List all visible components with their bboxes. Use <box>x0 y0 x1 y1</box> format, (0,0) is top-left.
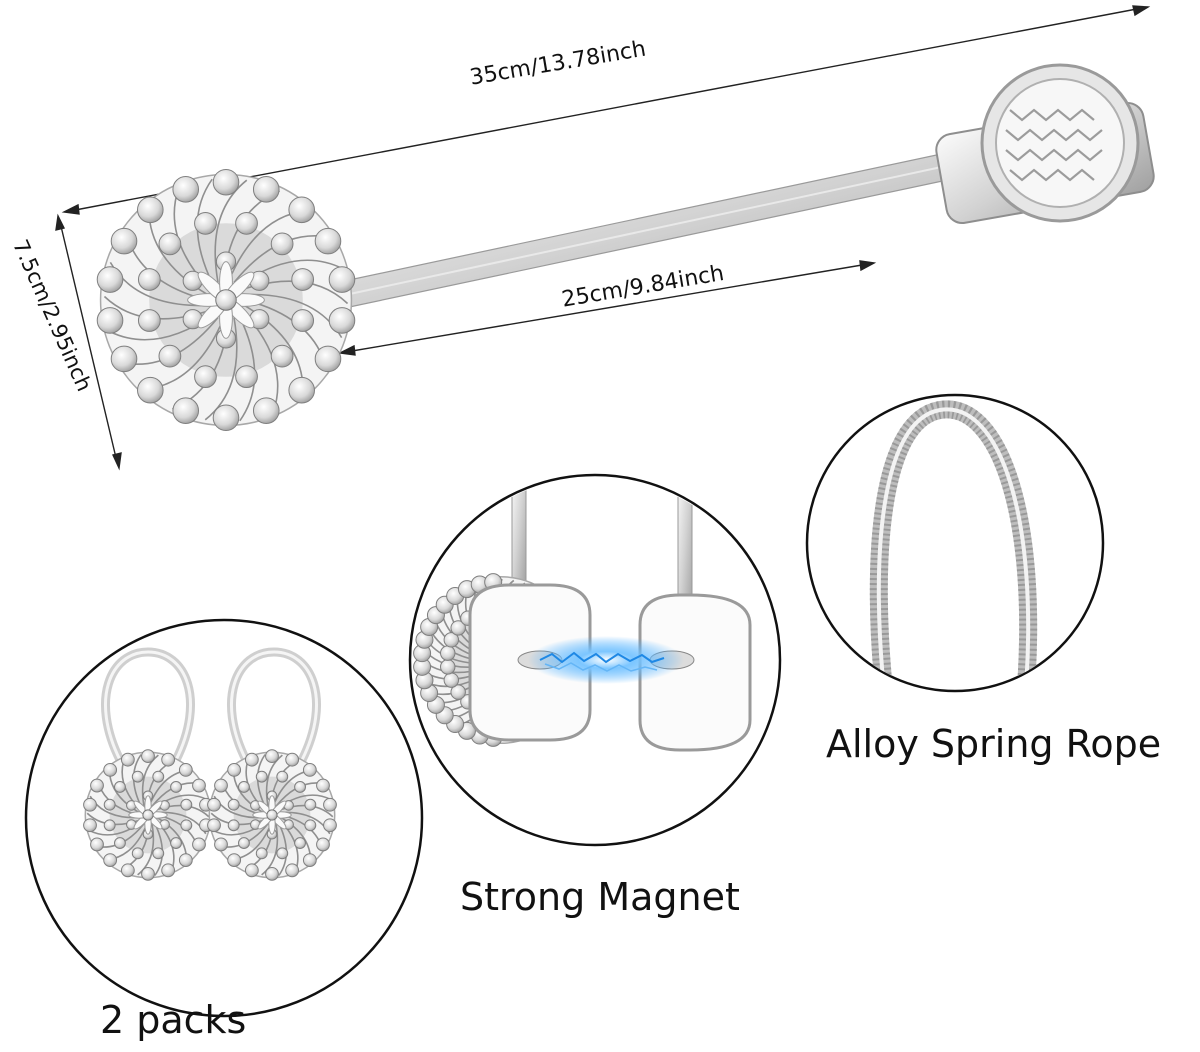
rope-detail-circle <box>805 393 1105 693</box>
tieback-flower-head <box>96 168 356 432</box>
tieback-magnet-clasp <box>935 63 1155 225</box>
magnet-caption: Strong Magnet <box>460 875 740 919</box>
dimension-line-height <box>55 213 122 471</box>
packs-detail-image <box>83 647 337 881</box>
magnet-detail-image <box>413 477 752 752</box>
magnet-glow <box>528 636 684 684</box>
rope-caption: Alloy Spring Rope <box>826 722 1162 766</box>
dimension-line-rope <box>337 260 877 356</box>
rope-detail-image <box>869 400 1038 690</box>
packs-caption: 2 packs <box>100 998 247 1042</box>
